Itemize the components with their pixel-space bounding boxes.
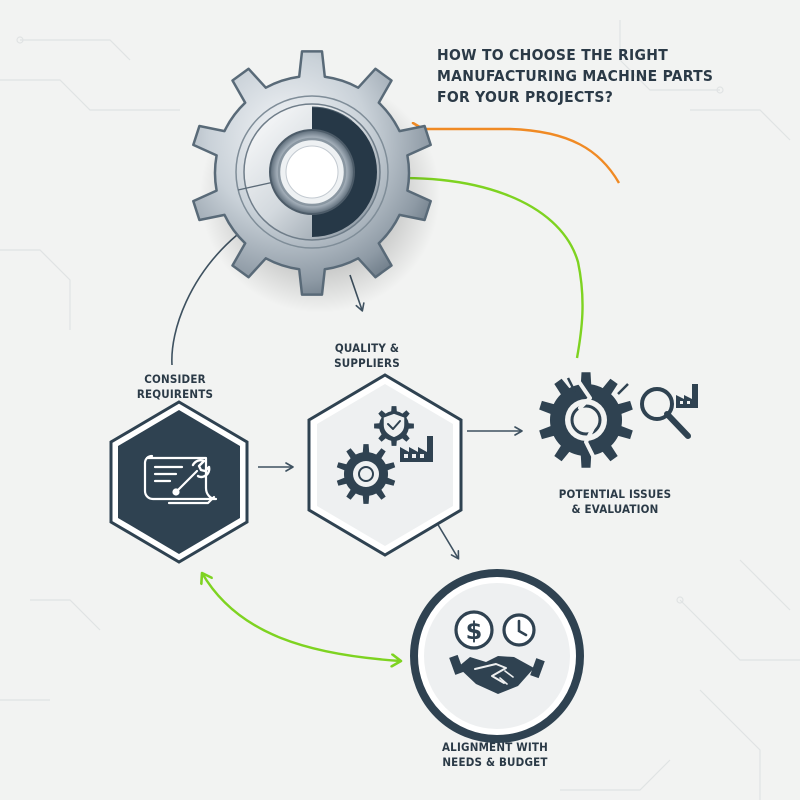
quality-suppliers-node [307,373,463,557]
quality-label-line-1: QUALITY & [334,341,400,355]
orange-return-arrow [423,129,621,184]
svg-text:$: $ [466,617,483,645]
main-gear-icon [192,50,440,313]
issues-label-line-1: POTENTIAL ISSUES [558,487,672,501]
title-line-3: FOR YOUR PROJECTS? [437,87,614,106]
gears-shield-factory-icon [336,406,433,504]
title-line-1: HOW TO CHOOSE THE RIGHT [437,46,669,64]
magnifier-factory-icon [640,384,698,439]
quality-suppliers-label: QUALITY & SUPPLIERS [312,341,422,371]
consider-requirements-node [109,400,249,564]
title-line-2: MANUFACTURING MACHINE PARTS [437,66,714,85]
potential-issues-label: POTENTIAL ISSUES & EVALUATION [540,487,690,517]
issues-label-line-2: & EVALUATION [571,501,659,516]
alignment-label-line-2: NEEDS & BUDGET [442,754,548,769]
diagram-title: HOW TO CHOOSE THE RIGHT MANUFACTURING MA… [437,45,713,107]
alignment-budget-label: ALIGNMENT WITH NEEDS & BUDGET [420,740,570,770]
consider-label-line-1: CONSIDER [144,372,206,386]
green-double-arrow-consider-alignment [202,573,401,661]
green-arrow-issues-to-gear [366,176,584,359]
consider-label-line-2: REQUIRENTS [136,386,214,401]
blueprint-wrench-icon [143,454,218,505]
circuit-background [0,20,800,800]
dollar-clock-handshake-icon: $ [449,610,545,694]
consider-requirements-label: CONSIDER REQUIRENTS [110,372,240,402]
quality-label-line-2: SUPPLIERS [334,355,400,370]
alignment-budget-node: $ [410,569,584,743]
potential-issues-node [539,372,698,468]
alignment-label-line-1: ALIGNMENT WITH [441,740,549,754]
